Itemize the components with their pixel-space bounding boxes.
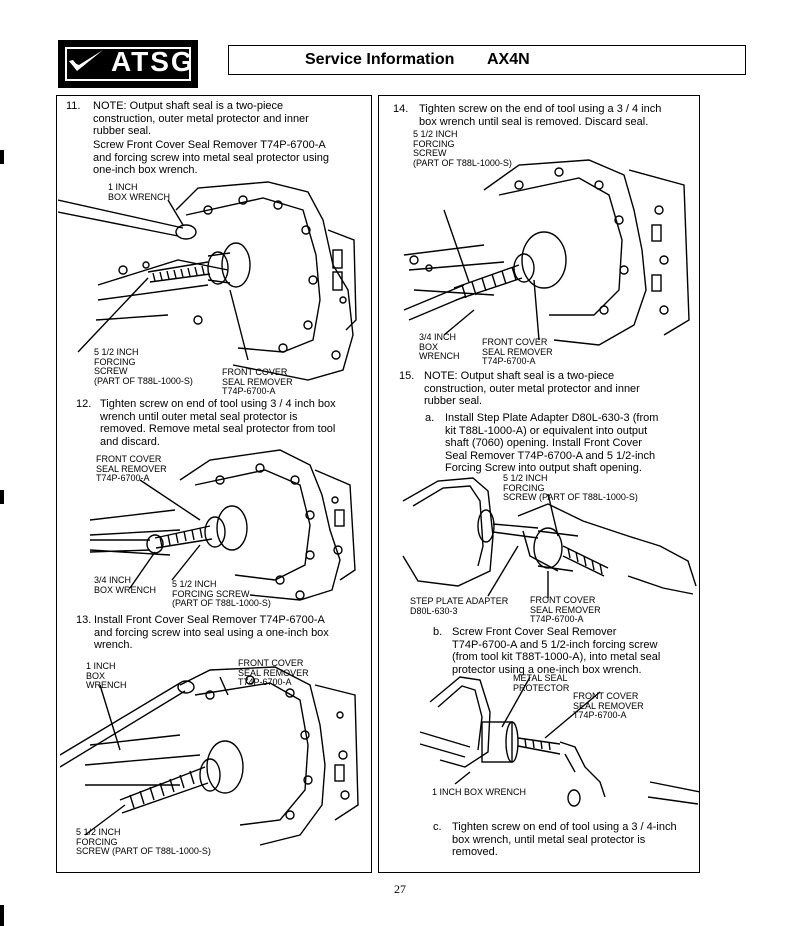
- label-3-4-inch-box-wrench: 3/4 INCH BOX WRENCH: [419, 332, 460, 361]
- label-forcing-screw: 5 1/2 INCH FORCING SCREW (PART OF T88L-1…: [76, 827, 211, 856]
- label-step-plate-adapter: STEP PLATE ADAPTER D80L-630-3: [410, 596, 509, 616]
- label-front-cover-seal-remover: FRONT COVER SEAL REMOVER T74P-6700-A: [222, 367, 293, 396]
- step-15c-letter: c.: [433, 821, 442, 833]
- logo-text: ATSG: [111, 46, 195, 77]
- label-forcing-screw: 5 1/2 INCH FORCING SCREW (PART OF T88L-1…: [413, 129, 512, 168]
- step-15b-letter: b.: [433, 626, 443, 638]
- label-1inch-box-wrench: 1 INCH BOX WRENCH: [86, 661, 127, 690]
- step-15a-letter: a.: [425, 412, 435, 424]
- model-name: AX4N: [487, 51, 530, 68]
- label-front-cover-seal-remover: FRONT COVER SEAL REMOVER T74P-6700-A: [482, 337, 553, 366]
- label-1inch-box-wrench: 1 INCH BOX WRENCH: [432, 787, 527, 797]
- step-15-number: 15.: [399, 370, 415, 382]
- step-15a-text: Install Step Plate Adapter D80L-630-3 (f…: [445, 412, 659, 474]
- edge-mark: [0, 150, 4, 164]
- step-13-number: 13.: [76, 614, 92, 626]
- figure-step-11: [58, 181, 357, 381]
- step-12-text: Tighten screw on end of tool using 3 / 4…: [100, 398, 336, 448]
- step-14-number: 14.: [393, 103, 409, 115]
- step-14-text: Tighten screw on the end of tool using a…: [419, 103, 662, 128]
- step-12-number: 12.: [76, 398, 92, 410]
- step-11-number: 11.: [66, 100, 81, 112]
- page-title: Service Information: [305, 51, 455, 68]
- checkmark-icon: [69, 50, 103, 71]
- label-3-4-inch-box-wrench: 3/4 INCH BOX WRENCH: [94, 575, 157, 595]
- label-front-cover-seal-remover: FRONT COVER SEAL REMOVER T74P-6700-A: [573, 691, 644, 720]
- atsg-logo: ATSG: [58, 40, 198, 88]
- edge-mark: [0, 490, 4, 504]
- label-forcing-screw: 5 1/2 INCH FORCING SCREW (PART OF T88L-1…: [94, 347, 193, 386]
- label-front-cover-seal-remover: FRONT COVER SEAL REMOVER T74P-6700-A: [238, 658, 309, 687]
- label-1inch-box-wrench: 1 INCH BOX WRENCH: [108, 182, 171, 202]
- page-number: 27: [394, 882, 406, 896]
- label-front-cover-seal-remover: FRONT COVER SEAL REMOVER T74P-6700-A: [96, 454, 167, 483]
- label-front-cover-seal-remover: FRONT COVER SEAL REMOVER T74P-6700-A: [530, 595, 601, 624]
- step-15c-text: Tighten screw on end of tool using a 3 /…: [452, 821, 677, 858]
- edge-mark: [0, 905, 4, 926]
- step-15-text: NOTE: Output shaft seal is a two-piece c…: [424, 370, 640, 407]
- figure-step-15a: [402, 477, 697, 598]
- title-box: Service Information AX4N: [228, 45, 746, 75]
- figure-step-14: [403, 159, 690, 346]
- figure-step-13: [60, 666, 359, 846]
- step-11-subtext: Screw Front Cover Seal Remover T74P-6700…: [93, 139, 330, 176]
- label-metal-seal-protector: METAL SEAL PROTECTOR: [513, 673, 570, 693]
- step-11-text: NOTE: Output shaft seal is a two-piece c…: [93, 100, 309, 137]
- figure-step-12: [89, 449, 356, 601]
- step-15b-text: Screw Front Cover Seal Remover T74P-6700…: [452, 626, 661, 676]
- label-forcing-screw: 5 1/2 INCH FORCING SCREW (PART OF T88L-1…: [172, 579, 271, 608]
- step-13-text: Install Front Cover Seal Remover T74P-67…: [94, 614, 329, 651]
- label-forcing-screw: 5 1/2 INCH FORCING SCREW (PART OF T88L-1…: [503, 473, 638, 502]
- figure-step-15b: [419, 676, 700, 807]
